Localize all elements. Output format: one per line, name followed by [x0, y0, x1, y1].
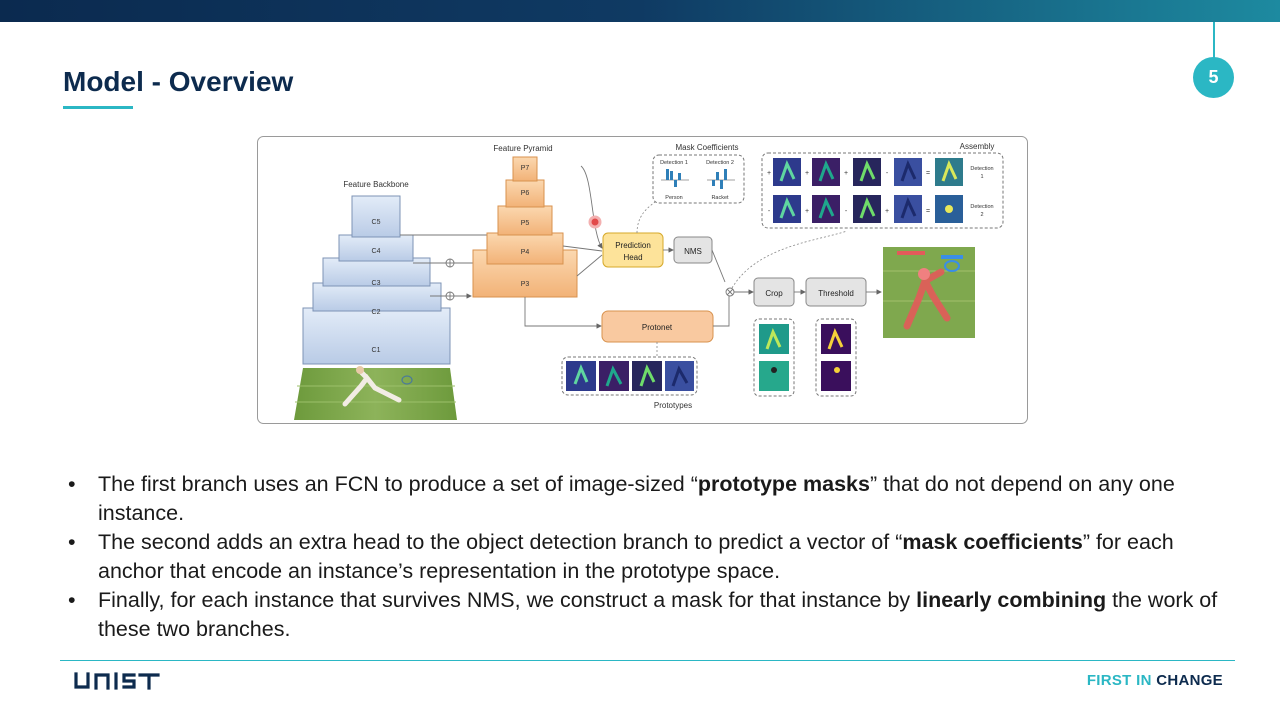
- prediction-head-box: Prediction Head: [602, 232, 664, 268]
- crop-box: Crop: [753, 277, 795, 307]
- slide-title: Model - Overview: [63, 66, 294, 97]
- title-underline: [63, 106, 133, 109]
- prediction-head-label-2: Head: [623, 253, 642, 262]
- assembly-sign-8: -: [845, 208, 848, 215]
- pyramid-level-p4: P4: [521, 249, 530, 256]
- assembly-sign-1: +: [767, 170, 771, 177]
- backbone-level-c5: C5: [372, 219, 381, 226]
- lateral-connections: [400, 232, 495, 301]
- bullet-text: ” for each anchor that encode an instanc…: [98, 530, 1174, 583]
- backbone-block-c5: [351, 195, 401, 238]
- bullet-item: Finally, for each instance that survives…: [62, 586, 1242, 644]
- pyramid-block-p4: [486, 232, 564, 265]
- backbone-block-c4: [338, 234, 414, 262]
- assembly-label: Assembly: [960, 142, 995, 151]
- bullet-list: The first branch uses an FCN to produce …: [62, 470, 1242, 644]
- assembly-sign-4: -: [886, 170, 889, 177]
- tagline-change: CHANGE: [1156, 672, 1223, 689]
- bullet-text: The second adds an extra head to the obj…: [98, 530, 903, 554]
- bullet-emphasis: mask coefficients: [902, 530, 1083, 554]
- pyramid-level-p5: P5: [521, 220, 530, 227]
- bullet-item: The first branch uses an FCN to produce …: [62, 470, 1242, 528]
- backbone-level-c2: C2: [372, 309, 381, 316]
- pyramid-block-p7: [512, 156, 538, 182]
- architecture-diagram: Feature Backbone C5 C4 C3 C2 C1 Feature …: [257, 136, 1028, 424]
- backbone-level-c1: C1: [372, 347, 381, 354]
- assembly-sign-5: =: [926, 170, 930, 177]
- backbone-block-c3: [322, 257, 431, 287]
- bullet-emphasis: prototype masks: [697, 472, 870, 496]
- threshold-box: Threshold: [805, 277, 867, 307]
- pyramid-block-p5: [497, 205, 553, 236]
- page-number-badge: 5: [1193, 57, 1234, 98]
- coef-detection-1: Detection 1: [660, 160, 688, 166]
- assembly-row-1-label-b: 1: [980, 174, 983, 180]
- assembly-row-2-label-a: Detection: [970, 204, 993, 210]
- assembly-sign-2: +: [805, 170, 809, 177]
- top-banner: [0, 0, 1280, 22]
- feature-backbone: C5 C4 C3 C2 C1: [302, 195, 451, 365]
- coef-class-person: Person: [665, 195, 682, 201]
- assembly-sign-3: +: [844, 170, 848, 177]
- footer-divider: [60, 660, 1235, 661]
- page-number-connector: [1213, 22, 1215, 60]
- prototypes-panel: Prototypes: [561, 356, 698, 410]
- backbone-label: Feature Backbone: [343, 180, 409, 189]
- nms-label: NMS: [684, 247, 702, 256]
- pyramid-outputs: [524, 165, 603, 329]
- backbone-level-c3: C3: [372, 280, 381, 287]
- threshold-results: [815, 318, 857, 397]
- assembly-sign-7: +: [805, 208, 809, 215]
- mask-coefficients-panel: Detection 1 Detection 2 Person Racket: [652, 154, 745, 204]
- bullet-emphasis: linearly combining: [916, 588, 1107, 612]
- footer-tagline: FIRST IN CHANGE: [1087, 672, 1223, 689]
- output-image: [883, 247, 975, 338]
- pyramid-label: Feature Pyramid: [493, 144, 552, 153]
- pyramid-level-p3: P3: [521, 281, 530, 288]
- bullet-text: ” that do not depend on any one instance…: [98, 472, 1175, 525]
- unist-logo: [74, 672, 160, 690]
- threshold-label: Threshold: [818, 289, 854, 298]
- protonet-box: Protonet: [601, 310, 714, 343]
- protonet-label: Protonet: [642, 323, 673, 332]
- bullet-item: The second adds an extra head to the obj…: [62, 528, 1242, 586]
- coef-detection-2: Detection 2: [706, 160, 734, 166]
- pyramid-level-p7: P7: [521, 165, 530, 172]
- mask-coefficients-label: Mask Coefficients: [676, 143, 739, 152]
- assembly-sign-6: -: [768, 208, 771, 215]
- coef-class-racket: Racket: [711, 195, 729, 201]
- tagline-first-in: FIRST IN: [1086, 672, 1157, 689]
- assembly-row-2-label-b: 2: [980, 212, 983, 218]
- assembly-sign-10: =: [926, 208, 930, 215]
- pyramid-level-p6: P6: [521, 190, 530, 197]
- bullet-text: Finally, for each instance that survives…: [98, 588, 917, 612]
- combine-node: [711, 230, 848, 327]
- bullet-text: the work of these two branches.: [98, 588, 1218, 641]
- yolact-architecture-figure: Feature Backbone C5 C4 C3 C2 C1 Feature …: [257, 136, 1028, 424]
- backbone-level-c4: C4: [372, 248, 381, 255]
- backbone-block-c2: [312, 282, 442, 312]
- prediction-head-label-1: Prediction: [615, 241, 651, 250]
- bullet-text: The first branch uses an FCN to produce …: [98, 472, 698, 496]
- backbone-block-c1: [302, 307, 451, 365]
- crop-results: [753, 318, 795, 397]
- crop-label: Crop: [765, 289, 783, 298]
- cursor-dot: [588, 215, 602, 229]
- pyramid-block-p6: [505, 179, 545, 208]
- prototypes-label: Prototypes: [654, 401, 692, 410]
- nms-box: NMS: [673, 236, 713, 264]
- input-image: [294, 366, 457, 420]
- assembly-row-1-label-a: Detection: [970, 166, 993, 172]
- assembly-sign-9: +: [885, 208, 889, 215]
- assembly-panel: + + + - = Detection 1 - + - + = Detectio…: [761, 152, 1004, 229]
